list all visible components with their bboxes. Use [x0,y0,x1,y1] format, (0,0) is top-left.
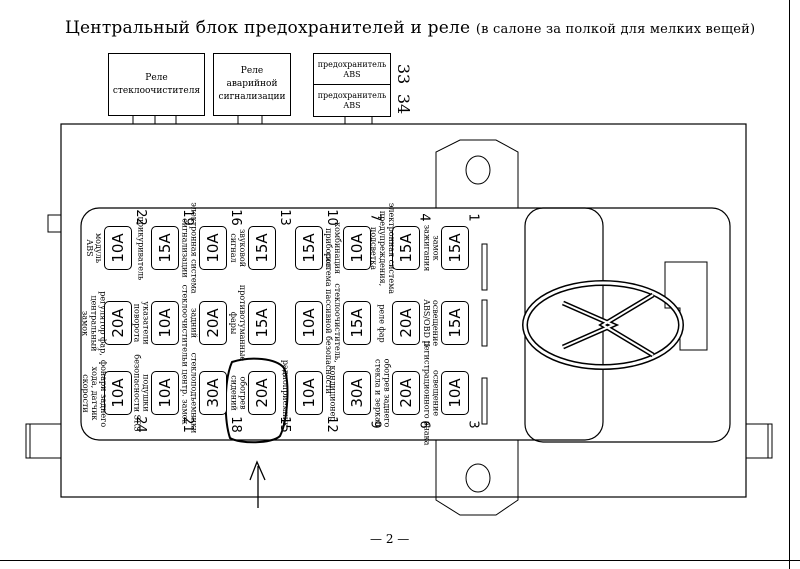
page-edge-bottom [0,560,800,561]
fuse-23: 20A [104,301,132,345]
fuse-label: кондиционер [328,365,338,421]
fuse-number: 4 [416,213,432,222]
fuse-20: 10A [151,301,179,345]
fuse-number: 12 [323,416,339,433]
fuse-rating: 20A [397,378,415,408]
fuse-label: звуковой сигнал [229,228,248,268]
fuse-label: модуль ABS [85,232,104,264]
page-title: Центральный блок предохранителей и реле … [65,18,755,38]
fuse-number: 13 [276,209,292,226]
fuse-24: 10A [104,371,132,415]
fuse-label: освещение регистрационного знака [421,340,440,446]
fuse-rating: 10A [109,378,127,408]
fuse-label: указатели поворота [132,301,151,345]
fuse-rating: 10A [109,233,127,263]
fuse-label: замок зажигания [421,224,440,272]
fuse-3: 10A [441,371,469,415]
fuse-rating: 10A [156,378,174,408]
fuse-rating: 15A [446,308,464,338]
fuse-rating: 10A [300,308,318,338]
fuse-rating: 20A [109,308,127,338]
fuse-8: 15A [343,301,371,345]
fuse-number: 7 [367,213,383,222]
fuse-15: 20A [248,371,276,415]
relay-abs-fuse-33: предохранитель ABS [313,53,391,86]
fuse-rating: 20A [397,308,415,338]
fuse-rating: 10A [348,233,366,263]
fuse-12: 10A [295,371,323,415]
fuse-21: 10A [151,371,179,415]
page-number: — 2 — [370,532,410,546]
title-main: Центральный блок предохранителей и реле [65,18,471,38]
fuse-1: 15A [441,226,469,270]
fuse-16: 10A [199,226,227,270]
fuse-rating: 10A [300,378,318,408]
fuse-rating: 20A [204,308,222,338]
fuse-number: 22 [132,209,148,226]
fuse-rating: 10A [156,308,174,338]
fuse-rating: 15A [397,233,415,263]
fuse-number: 16 [227,209,243,226]
fuse-number: 10 [323,209,339,226]
fuse-number: 21 [179,416,195,433]
fuse-number: 6 [416,420,432,429]
page-edge-right [789,0,790,569]
fuse-rating: 15A [253,233,271,263]
fuse-label: обогрев заднего стекла и зеркал [372,358,391,428]
fuse-label: реле фар [377,303,387,343]
fuse-rating: 20A [253,378,271,408]
fuse-number: 9 [367,420,383,429]
relay-hazard: Реле аварийной сигнализации [213,53,291,116]
relay-number-33: 33 [394,63,414,85]
fuse-label: регулятор фар, центральный замок [80,290,108,356]
fuse-4: 15A [392,226,420,270]
fuse-rating: 15A [156,233,174,263]
fuse-rating: 15A [348,308,366,338]
fuse-2: 15A [441,301,469,345]
fuse-13: 15A [248,226,276,270]
relay-abs-fuse-34-label: предохранитель ABS [317,90,387,110]
fuse-11: 10A [295,301,323,345]
fuse-number: 18 [227,416,243,433]
fuse-rating: 30A [348,378,366,408]
fuse-number: 19 [179,209,195,226]
title-sub: (в салоне за полкой для мелких вещей) [475,22,756,37]
fuse-label: задний стеклоочиститель [179,284,198,362]
fuse-9: 30A [343,371,371,415]
fuse-17: 20A [199,301,227,345]
relay-abs-fuse-33-label: предохранитель ABS [317,59,387,79]
fuse-22: 10A [104,226,132,270]
relay-hazard-label: Реле аварийной сигнализации [218,66,286,102]
fuse-14: 15A [248,301,276,345]
fuse-10: 15A [295,226,323,270]
fuse-5: 20A [392,301,420,345]
fuse-number: 15 [276,416,292,433]
fuse-label: фонари заднего хода, датчик скорости [80,359,108,427]
fuse-7: 10A [343,226,371,270]
fuse-label: противотуманные фары [229,284,248,362]
fuse-6: 20A [392,371,420,415]
relay-number-34: 34 [394,93,414,115]
fuse-number: 24 [132,416,148,433]
fuse-19: 15A [151,226,179,270]
fuse-rating: 15A [300,233,318,263]
fuse-rating: 10A [446,378,464,408]
fuse-number: 3 [465,420,481,429]
fuse-rating: 10A [204,233,222,263]
fuse-rating: 15A [253,308,271,338]
relay-wiper: Реле стеклоочистителя [108,53,205,116]
fuse-18: 30A [199,371,227,415]
relay-abs-fuse-34: предохранитель ABS [313,84,391,117]
fuse-rating: 15A [446,233,464,263]
relay-wiper-label: Реле стеклоочистителя [112,72,201,96]
fuse-rating: 30A [204,378,222,408]
fuse-label: обогрев сидений [229,375,248,411]
fuse-number: 1 [465,213,481,222]
